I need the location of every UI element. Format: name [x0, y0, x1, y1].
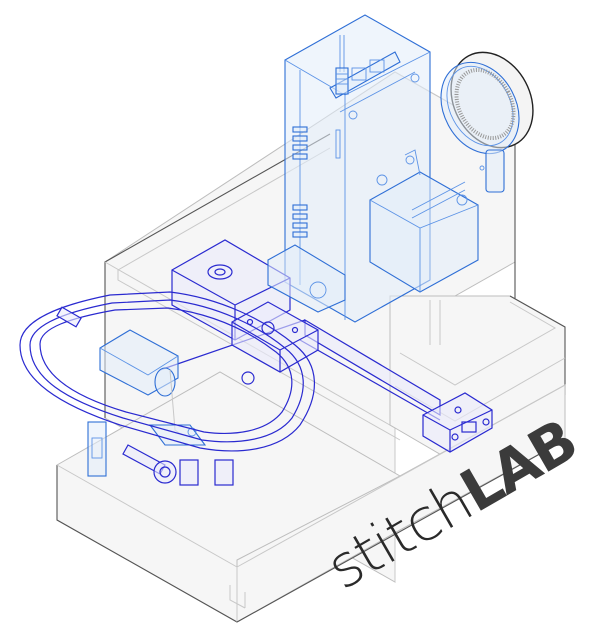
- hoop-clamp: [122, 444, 234, 486]
- presser-foot: [148, 369, 207, 446]
- stepper-motor: [369, 149, 479, 293]
- vent-slots: [292, 126, 308, 238]
- base-housing: [56, 371, 566, 623]
- rail-end-cap: [422, 392, 493, 453]
- spool-wheel: [440, 51, 534, 193]
- antenna: [335, 35, 349, 95]
- side-bracket: [87, 329, 179, 477]
- embroidery-hoop: [19, 291, 315, 486]
